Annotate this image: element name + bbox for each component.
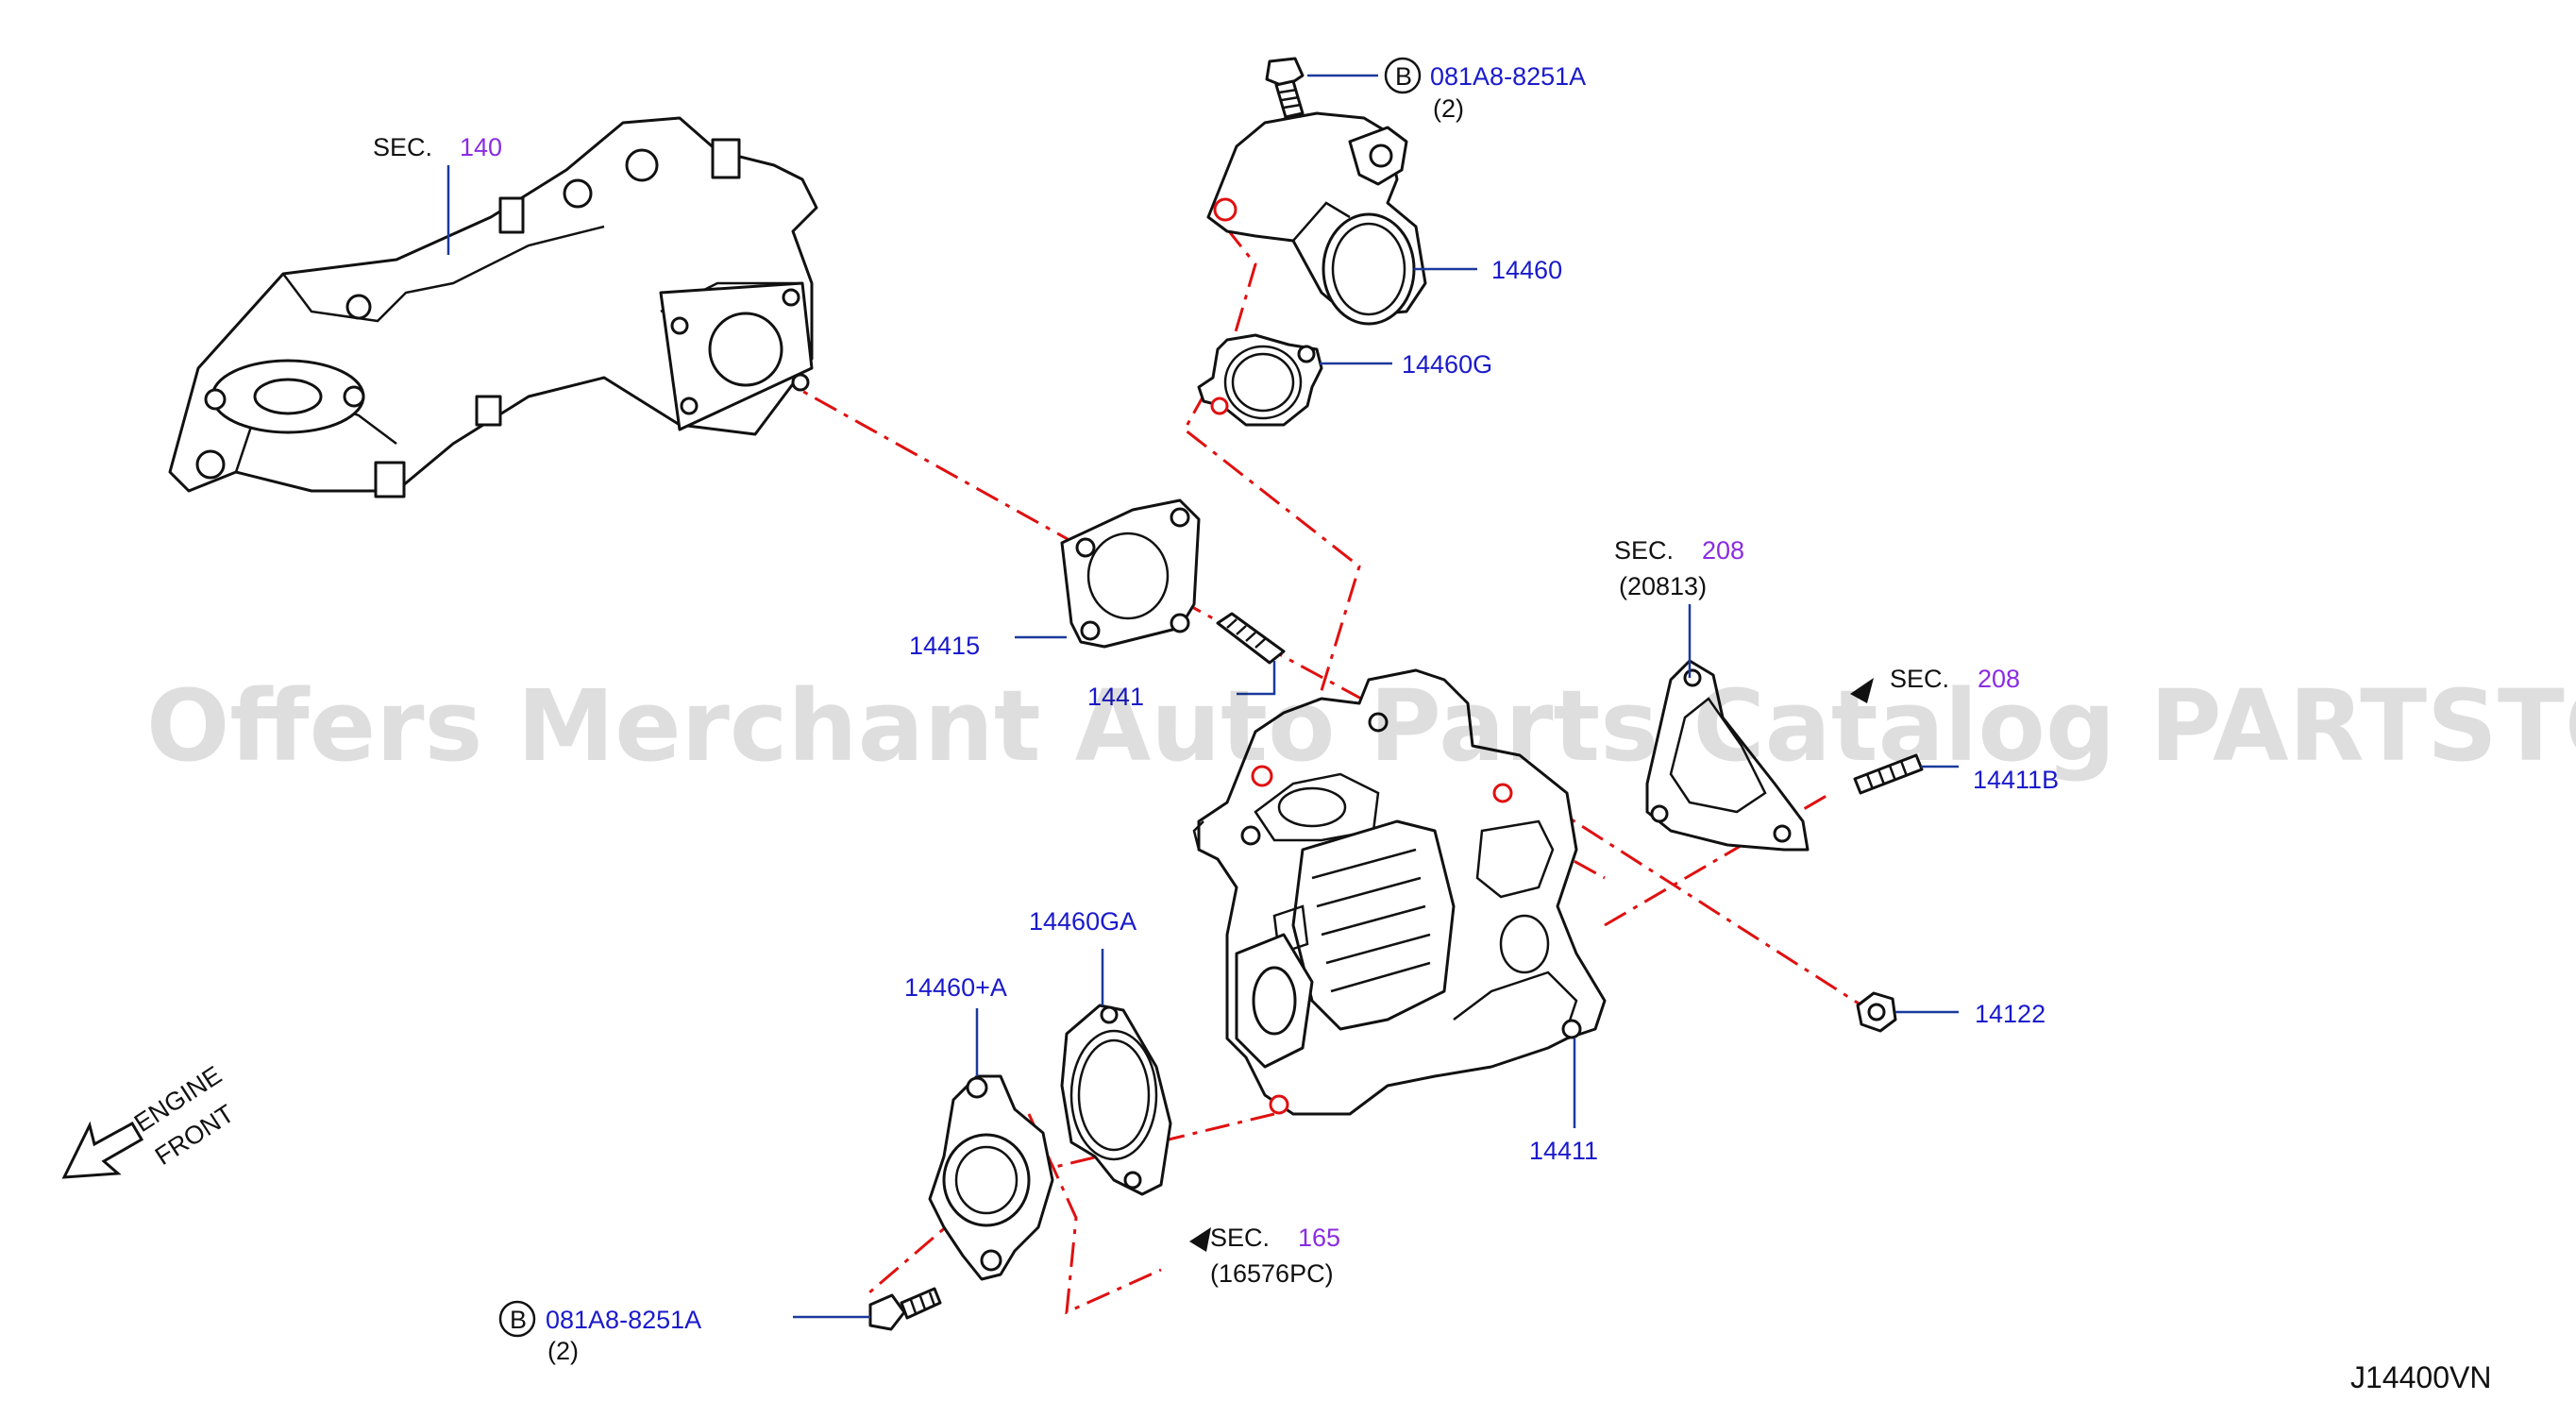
bolt-top-circle-letter: B [1395, 62, 1412, 91]
stud-1441x[interactable] [1216, 612, 1286, 665]
label-14460GA[interactable]: 14460GA [1029, 907, 1136, 936]
sec-208b-number[interactable]: 208 [1978, 665, 2020, 693]
bolt-bottom-qty: (2) [547, 1337, 579, 1365]
label-14411[interactable]: 14411 [1529, 1137, 1598, 1165]
sec-140-label[interactable]: SEC. [373, 133, 432, 161]
bolt-top-qty: (2) [1433, 94, 1464, 123]
watermark: Offers Merchant Auto Parts Catalog PARTS… [146, 668, 2576, 784]
nut-14122[interactable] [1856, 991, 1897, 1033]
bolt-bottom-code[interactable]: 081A8-8251A [546, 1306, 701, 1334]
part-14460-egr-tube[interactable] [1206, 111, 1427, 326]
sec-165-label[interactable]: SEC. [1210, 1224, 1270, 1252]
bolt-bottom-circle-letter: B [510, 1306, 527, 1334]
sec-165-number[interactable]: 165 [1298, 1224, 1340, 1252]
label-1441x[interactable]: 1441 [1087, 683, 1144, 711]
intake-manifold[interactable] [168, 116, 818, 498]
stud-14411B[interactable] [1853, 753, 1924, 795]
part-14415-gasket[interactable] [1060, 498, 1201, 649]
part-14460GA-gasket[interactable] [1060, 1004, 1172, 1196]
sec-208a-label[interactable]: SEC. [1614, 536, 1674, 565]
label-14460A[interactable]: 14460+A [904, 973, 1007, 1002]
part-14460A-flange-tube[interactable] [928, 1074, 1054, 1281]
sec-208b-label[interactable]: SEC. [1890, 665, 1949, 693]
sec-208a-sub: (20813) [1619, 572, 1707, 600]
label-14122[interactable]: 14122 [1975, 1000, 2046, 1028]
part-14411-egr-valve-assembly[interactable] [1192, 668, 1607, 1116]
sec-208a-number[interactable]: 208 [1702, 536, 1744, 565]
bolt-top-code[interactable]: 081A8-8251A [1430, 62, 1586, 91]
leader-lines [446, 74, 1959, 1319]
bolt-bottom-circle [498, 1300, 536, 1338]
bolt-top[interactable] [1265, 57, 1305, 119]
part-14460G-gasket[interactable] [1197, 333, 1323, 427]
label-14460G[interactable]: 14460G [1402, 350, 1492, 379]
sec-140-number[interactable]: 140 [460, 133, 502, 161]
part-20813-gasket[interactable] [1645, 659, 1810, 852]
bolt-top-circle [1384, 57, 1422, 94]
direction-arrows [61, 678, 1874, 1252]
sec-165-sub: (16576PC) [1210, 1259, 1334, 1288]
label-14460[interactable]: 14460 [1491, 256, 1562, 284]
label-14411B[interactable]: 14411B [1973, 766, 2059, 794]
diagram-reference: J14400VN [2350, 1360, 2491, 1394]
label-14415[interactable]: 14415 [909, 632, 980, 660]
bolt-bottom[interactable] [868, 1287, 942, 1331]
